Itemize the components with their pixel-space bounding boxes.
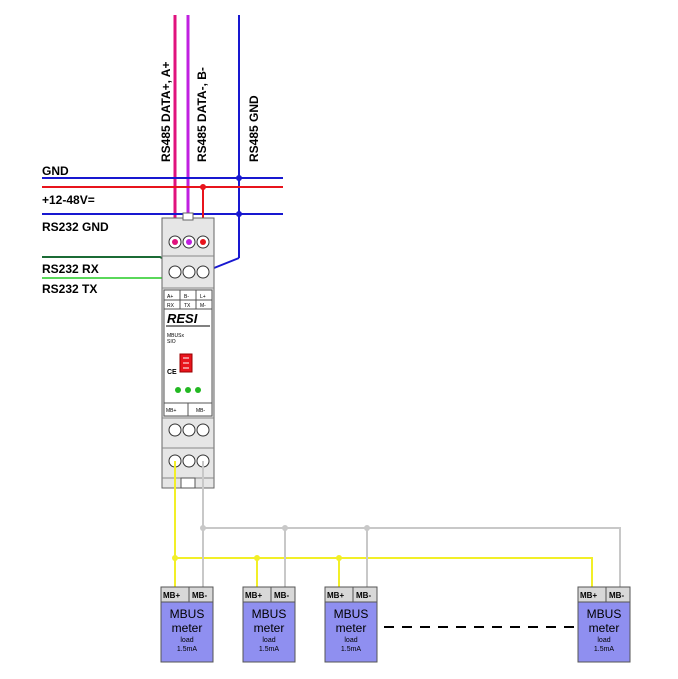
meter-load: load — [262, 637, 275, 644]
meter-load: load — [344, 637, 357, 644]
rs232-tx-label: RS232 TX — [42, 282, 97, 296]
terminal-screw — [182, 423, 196, 437]
terminal-label: L+ — [200, 294, 206, 300]
terminal-label: B- — [184, 294, 189, 300]
meter-current: 1.5mA — [259, 646, 280, 653]
terminal-screw — [182, 454, 196, 468]
rs485-gnd-label: RS485 GND — [247, 95, 261, 162]
status-led — [175, 387, 181, 393]
terminal-screw — [168, 423, 182, 437]
mbus-minus-wire — [202, 461, 621, 587]
terminal-label: RX — [167, 303, 175, 309]
meter-plus-label: MB+ — [245, 591, 262, 600]
junction-dot — [336, 555, 342, 561]
terminal-label: MB+ — [166, 408, 177, 414]
rs232-rx-label: RS232 RX — [42, 262, 99, 276]
terminal-label: MB- — [196, 408, 206, 414]
status-led — [195, 387, 201, 393]
meter-title: MBUS — [334, 607, 369, 621]
junction-dot — [236, 211, 242, 217]
meter-current: 1.5mA — [594, 646, 615, 653]
meter-title: MBUS — [587, 607, 622, 621]
rs485-data-plus-label: RS485 DATA+, A+ — [159, 62, 173, 162]
wire-end — [186, 239, 192, 245]
resi-logo: RESI — [167, 311, 198, 326]
mbus-meter: MB+ MB- MBUS meter load 1.5mA — [160, 586, 214, 663]
terminal-screw — [168, 265, 182, 279]
junction-dot — [200, 525, 206, 531]
wire-end — [200, 239, 206, 245]
junction-dot — [282, 525, 288, 531]
rs485-data-minus-label: RS485 DATA-, B- — [195, 67, 209, 162]
meter-minus-label: MB- — [192, 591, 207, 600]
terminal-label: TX — [184, 303, 191, 309]
meter-sub: meter — [336, 621, 367, 635]
ce-mark: CE — [167, 369, 177, 376]
junction-dot — [172, 555, 178, 561]
meter-sub: meter — [172, 621, 203, 635]
mbus-meter: MB+ MB- MBUS meter load 1.5mA — [577, 586, 631, 663]
terminal-label: A+ — [167, 294, 173, 300]
resi-mbus-device: A+ B- L+ RX TX M- RESI MBUSx SIO CE MB+ … — [161, 212, 215, 489]
meter-title: MBUS — [252, 607, 287, 621]
meter-load: load — [597, 637, 610, 644]
meter-sub: meter — [589, 621, 620, 635]
meter-plus-label: MB+ — [327, 591, 344, 600]
mbus-plus-wire — [174, 461, 593, 587]
wire-end — [172, 239, 178, 245]
meter-current: 1.5mA — [341, 646, 362, 653]
vplus-label: +12-48V= — [42, 193, 95, 207]
meter-current: 1.5mA — [177, 646, 198, 653]
model-sub-label: SIO — [167, 339, 176, 345]
meter-sub: meter — [254, 621, 285, 635]
meter-load: load — [180, 637, 193, 644]
meter-title: MBUS — [170, 607, 205, 621]
rs232-gnd-label: RS232 GND — [42, 220, 109, 234]
meter-plus-label: MB+ — [580, 591, 597, 600]
meter-minus-label: MB- — [274, 591, 289, 600]
junction-dot — [236, 175, 242, 181]
mbus-meter: MB+ MB- MBUS meter load 1.5mA — [242, 586, 296, 663]
meter-minus-label: MB- — [609, 591, 624, 600]
status-led — [185, 387, 191, 393]
mbus-meter: MB+ MB- MBUS meter load 1.5mA — [324, 586, 378, 663]
junction-dot — [254, 555, 260, 561]
terminal-screw — [196, 265, 210, 279]
model-label: MBUSx — [167, 333, 184, 339]
gnd-label: GND — [42, 164, 69, 178]
terminal-screw — [196, 423, 210, 437]
terminal-label: M- — [200, 303, 206, 309]
junction-dot — [364, 525, 370, 531]
meter-minus-label: MB- — [356, 591, 371, 600]
terminal-screw — [182, 265, 196, 279]
meter-plus-label: MB+ — [163, 591, 180, 600]
